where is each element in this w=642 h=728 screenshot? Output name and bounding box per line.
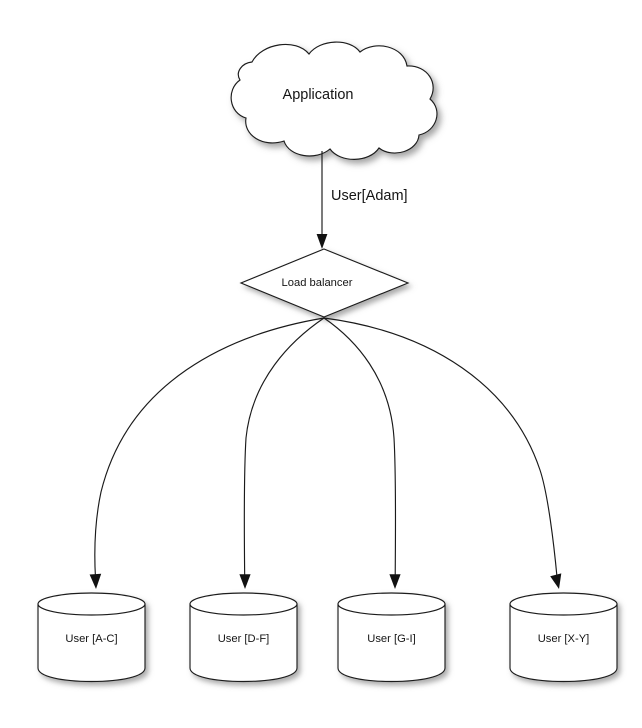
edge-curve: [323, 317, 397, 579]
edge-application-to-load-balancer[interactable]: User[Adam]: [316, 151, 408, 249]
cylinder-body: [337, 603, 446, 683]
cloud-label: Application: [283, 87, 354, 103]
database-label: User [A-C]: [65, 633, 117, 645]
database-label: User [G-I]: [367, 633, 415, 645]
edge-curve: [323, 317, 558, 578]
node-database-3[interactable]: User [X-Y]: [509, 592, 618, 683]
node-database-0[interactable]: User [A-C]: [37, 592, 146, 683]
edge-curve: [94, 317, 325, 579]
cylinder-top: [509, 592, 618, 616]
arrow-head-icon: [316, 234, 328, 249]
edge-load-balancer-to-db-0[interactable]: [89, 317, 325, 589]
load-balancer-label: Load balancer: [282, 277, 353, 289]
cylinder-top: [37, 592, 146, 616]
database-label: User [X-Y]: [538, 633, 590, 645]
edge-load-balancer-to-db-3[interactable]: [323, 317, 562, 589]
cloud-shape: [230, 41, 438, 160]
node-application-cloud[interactable]: Application: [230, 41, 438, 160]
arrow-head-icon: [389, 574, 401, 589]
cylinder-body: [37, 603, 146, 683]
cylinder-top: [189, 592, 298, 616]
cylinder-body: [509, 603, 618, 683]
edge-load-balancer-to-db-2[interactable]: [323, 317, 401, 589]
edge-curve: [243, 317, 325, 579]
cylinder-body: [189, 603, 298, 683]
arrow-head-icon: [550, 573, 562, 589]
arrow-head-icon: [239, 574, 251, 589]
diamond-shape: [239, 248, 410, 318]
node-database-2[interactable]: User [G-I]: [337, 592, 446, 683]
edge-label-user-adam: User[Adam]: [331, 188, 408, 204]
node-database-1[interactable]: User [D-F]: [189, 592, 298, 683]
edge-load-balancer-to-db-1[interactable]: [239, 317, 325, 589]
arrow-head-icon: [89, 573, 102, 589]
node-load-balancer-diamond[interactable]: Load balancer: [239, 248, 410, 318]
cylinder-top: [337, 592, 446, 616]
database-label: User [D-F]: [218, 633, 270, 645]
